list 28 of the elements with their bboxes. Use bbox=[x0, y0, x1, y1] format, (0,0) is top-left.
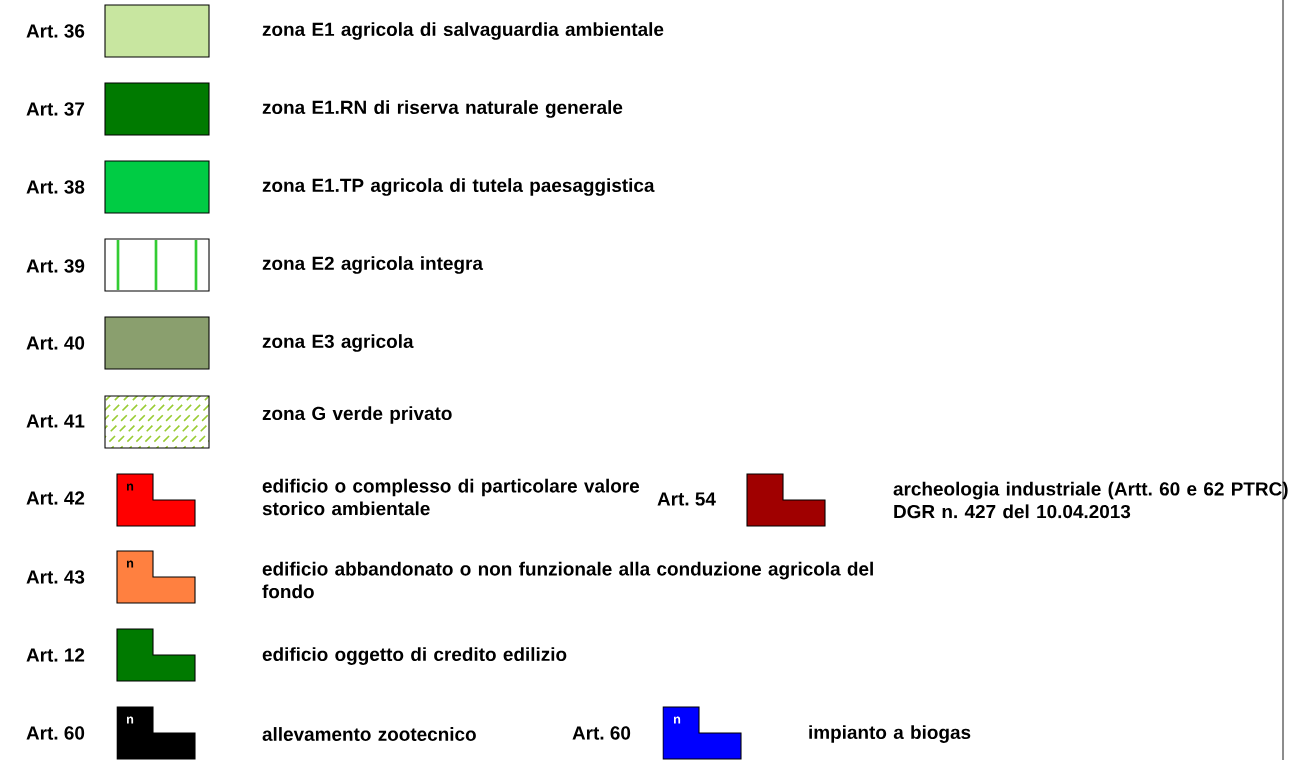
article-label: Art. 38 bbox=[26, 180, 85, 194]
legend-text: edificio abbandonato o non funzionale alla conduzione agricola del fondo bbox=[262, 561, 873, 599]
article-label: Art. 60 bbox=[26, 726, 85, 740]
legend-text: allevamento zootecnico bbox=[262, 727, 476, 741]
legend-text: archeologia industriale (Artt. 60 e 62 PTRC) DGR n. 427 del 10.04.2013 bbox=[893, 481, 1288, 519]
legend-text: zona G verde privato bbox=[262, 406, 452, 424]
legend-text: zona E1 agricola di salvaguardia ambientale bbox=[262, 22, 664, 40]
legend-text: zona E2 agricola integra bbox=[262, 256, 484, 274]
article-label: Art. 39 bbox=[26, 259, 85, 273]
article-label: Art. 54 bbox=[657, 492, 716, 506]
legend-text: edificio o complesso di particolare valore storico ambientale bbox=[262, 478, 640, 516]
legend-text: zona E1.RN di riserva naturale generale bbox=[262, 100, 623, 118]
symbol-letter: n bbox=[126, 560, 134, 568]
legend-text: impianto a biogas bbox=[809, 725, 971, 743]
article-label: Art. 42 bbox=[26, 491, 85, 505]
symbol-letter: n bbox=[126, 716, 134, 724]
article-label: Art. 40 bbox=[26, 336, 85, 350]
article-label: Art. 43 bbox=[26, 570, 85, 584]
legend-text: edificio oggetto di credito edilizio bbox=[262, 647, 567, 665]
article-label: Art. 36 bbox=[26, 24, 85, 38]
article-label: Art. 41 bbox=[26, 414, 85, 428]
legend-text: zona E1.TP agricola di tutela paesaggistica bbox=[262, 178, 655, 196]
symbol-letter: n bbox=[126, 483, 134, 491]
article-label: Art. 37 bbox=[26, 102, 85, 116]
symbol-letter: n bbox=[674, 716, 681, 724]
legend-text: zona E3 agricola bbox=[262, 334, 414, 352]
article-label: Art. 60 bbox=[572, 726, 631, 740]
article-label: Art. 12 bbox=[26, 648, 85, 662]
